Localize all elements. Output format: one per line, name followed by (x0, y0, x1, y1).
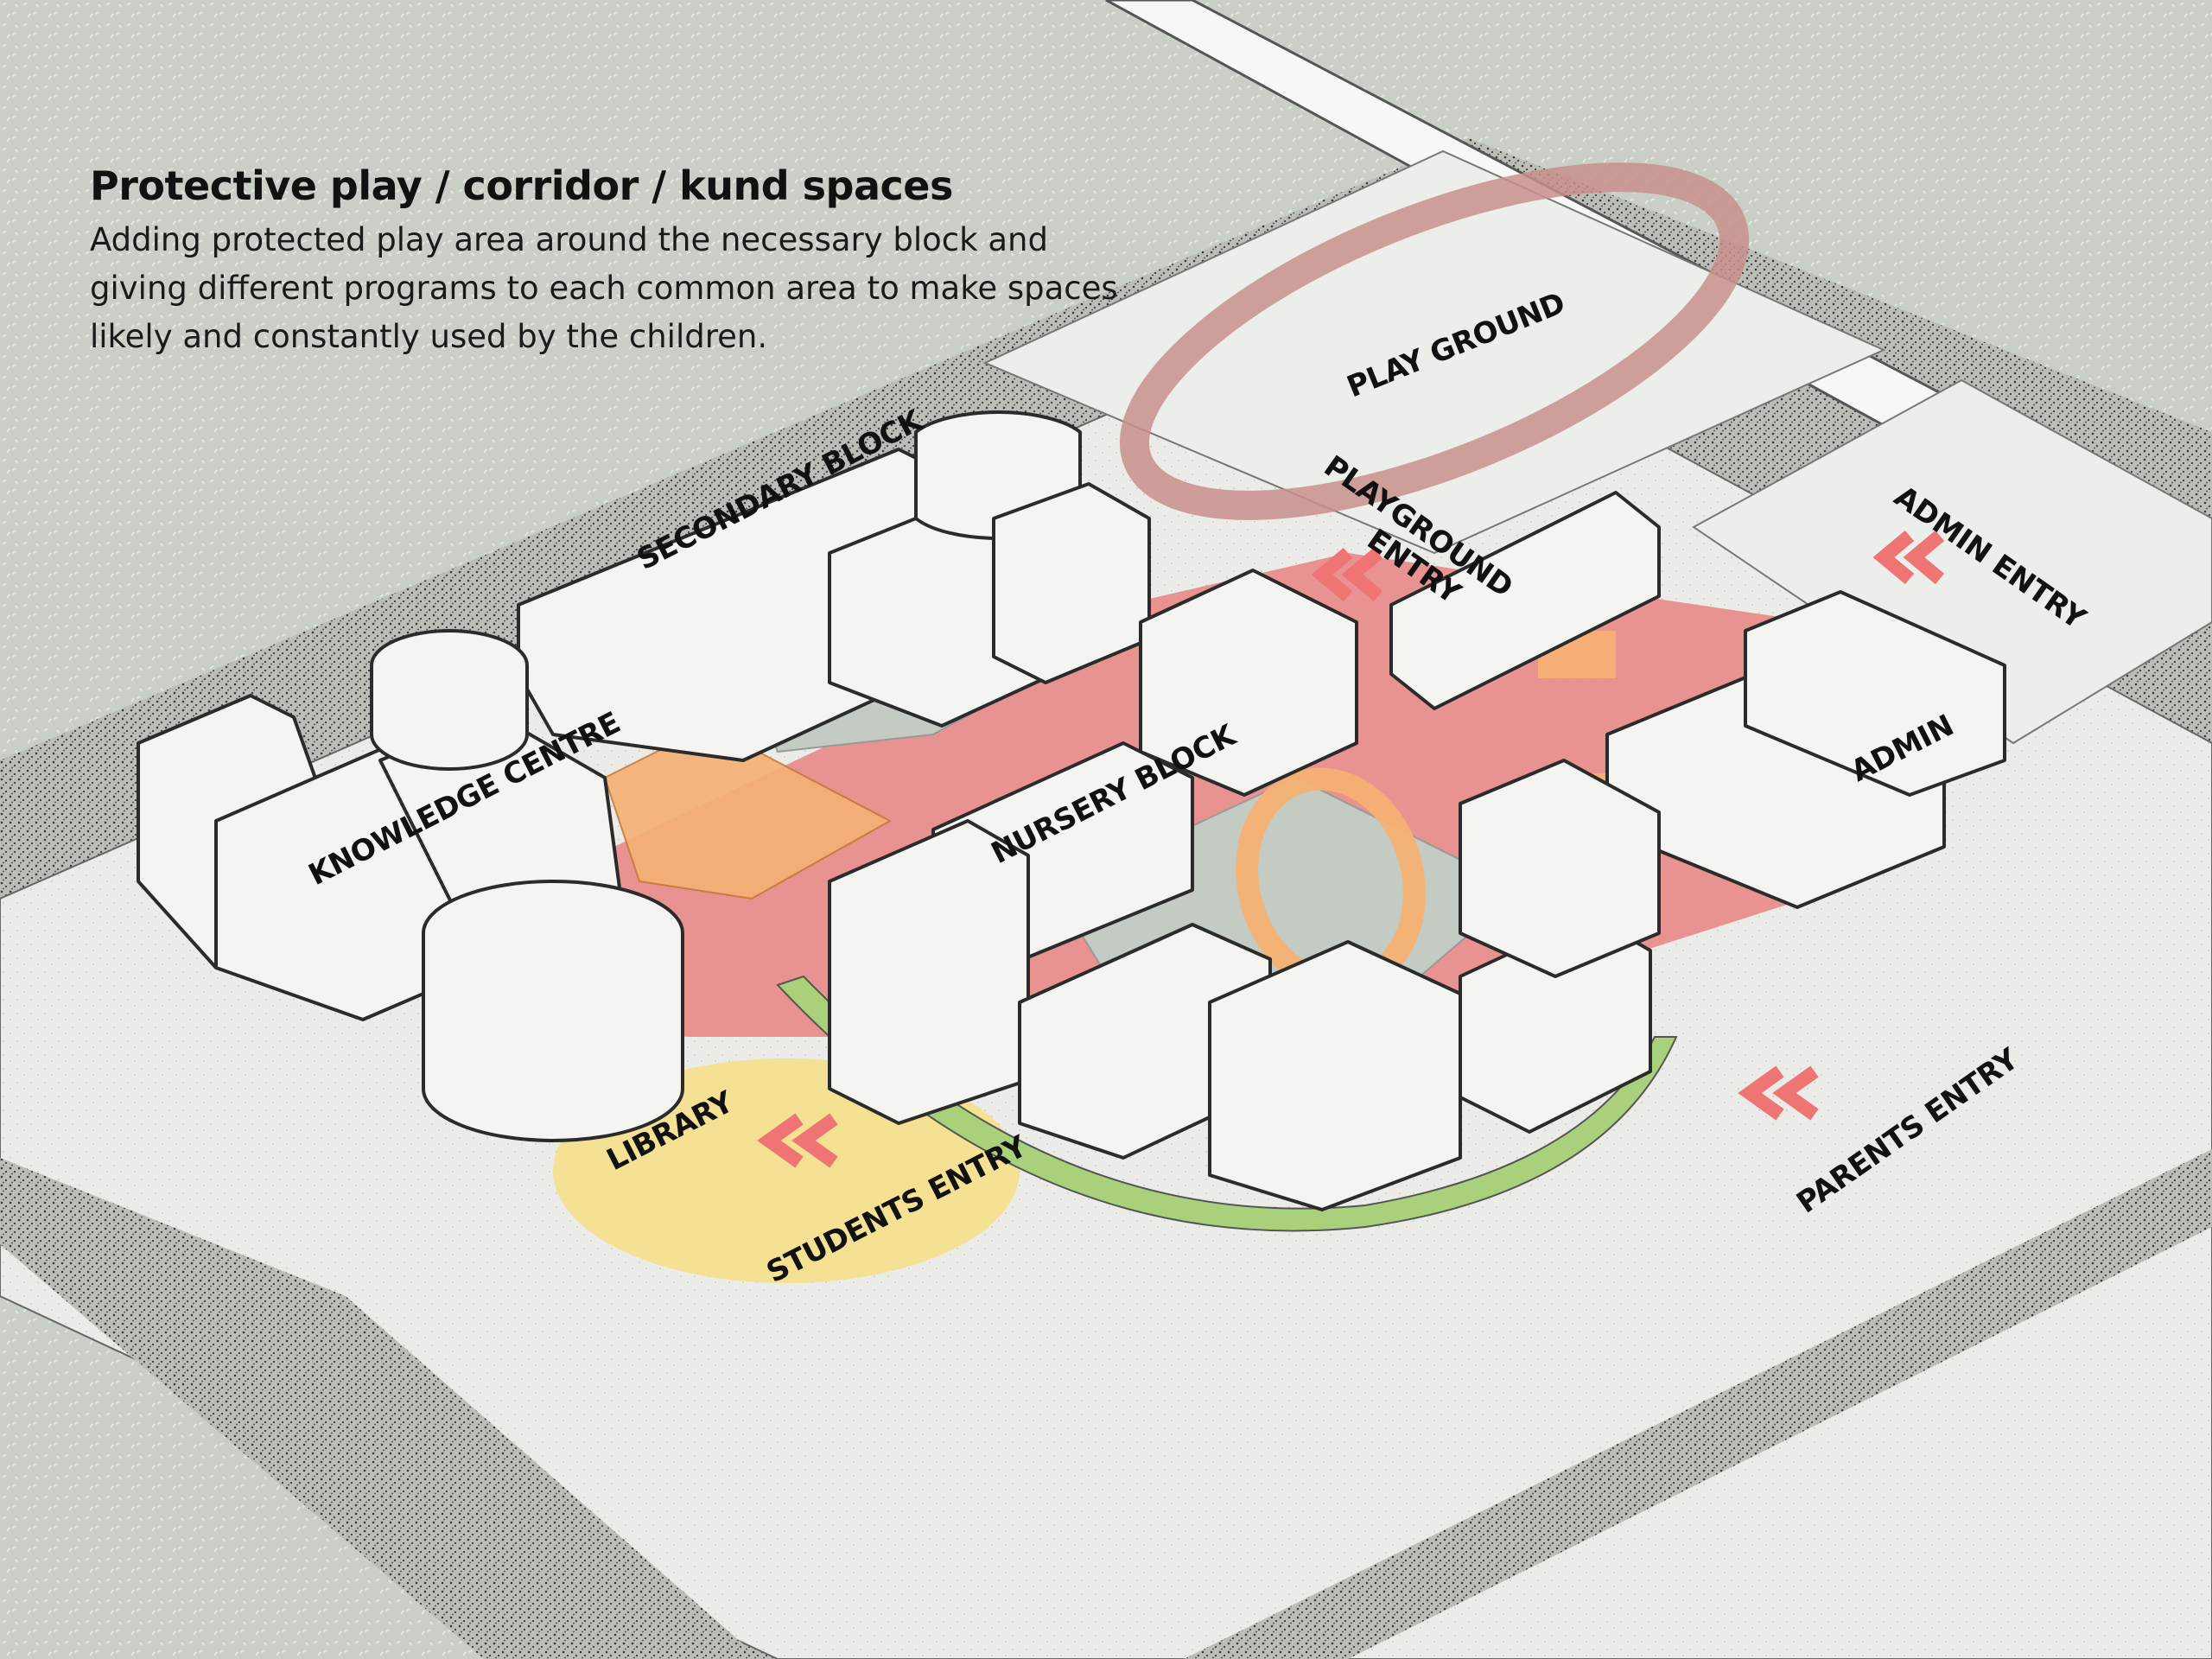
building-blocks (137, 410, 2006, 1211)
playground-entry-arrow-2 (1341, 547, 1383, 602)
parents-entry-arrow (1738, 1065, 1784, 1121)
library-cylinder (422, 880, 684, 1142)
playground-side-block (1389, 491, 1661, 710)
diagram-title: Protective play / corridor / kund spaces (90, 162, 953, 209)
admin-block-north (1744, 590, 2006, 797)
parents-entry-arrow-2 (1772, 1065, 1819, 1121)
west-cylinder (370, 629, 529, 771)
entry-arrows (757, 530, 1945, 1168)
diagram-description: Adding protected play area around the ne… (90, 221, 1118, 355)
left-road (0, 1158, 760, 1659)
running-track (1119, 162, 1750, 520)
admin-entry-arrow (1872, 530, 1915, 585)
admin-block-south (1459, 759, 1661, 978)
playground-entry-arrow (1311, 547, 1353, 602)
students-entry-arrow (757, 1113, 804, 1168)
nursery-block-north (1139, 569, 1358, 797)
students-entry-arrow-2 (791, 1113, 838, 1168)
parents-road (1184, 1149, 2212, 1659)
heading: Protective play / corridor / kund spaces… (90, 162, 1213, 361)
nursery-block-center (1208, 940, 1462, 1211)
admin-entry-arrow-2 (1903, 530, 1945, 585)
green-edge-wall (776, 975, 1678, 1232)
